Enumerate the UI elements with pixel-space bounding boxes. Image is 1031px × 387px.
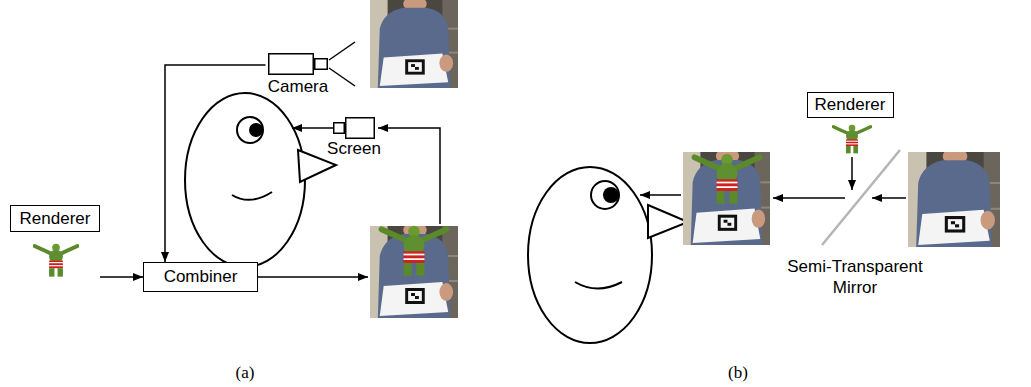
node-label: Renderer [815, 95, 886, 115]
panel-label: (b) [708, 362, 768, 383]
combined-photo [370, 222, 458, 318]
head [528, 167, 688, 343]
box-outline: Renderer [10, 205, 100, 232]
renderer-box: Renderer [10, 205, 100, 290]
head-outline [528, 167, 652, 343]
arrow [378, 128, 440, 224]
scene-photo [908, 148, 1000, 247]
node-label: Combiner [164, 267, 238, 287]
arrow [292, 127, 333, 129]
connector-arrow [165, 65, 266, 262]
icon-part [346, 118, 375, 139]
renderer-box: Renderer [807, 92, 894, 154]
overlay-figure [695, 154, 760, 204]
screen-node: Screen [325, 117, 383, 159]
combiner-box: Combiner [143, 262, 258, 292]
node-caption: Camera [266, 77, 331, 97]
overlay-figure [382, 226, 447, 276]
head-eye [237, 117, 263, 143]
combined-photo [683, 148, 770, 245]
arrow [872, 197, 906, 199]
node-caption: Screen [325, 139, 383, 159]
head-pupil [249, 123, 263, 137]
arrow [640, 194, 681, 196]
view-cone [329, 42, 355, 60]
head-mouth [575, 282, 622, 289]
view-cone [329, 68, 355, 86]
icon-part [269, 54, 314, 75]
device-icon [268, 51, 328, 77]
camera-node: Camera [266, 51, 331, 97]
node-label: Camera [268, 77, 328, 97]
head-pupil [603, 187, 619, 203]
head-outline [185, 93, 305, 267]
arrow [258, 276, 368, 278]
rendered-figure [35, 244, 78, 277]
connector-arrow [100, 276, 143, 278]
node-label: Renderer [20, 209, 91, 229]
camera-photo [370, 0, 458, 88]
icon-part [315, 59, 328, 70]
panel-label: (a) [215, 362, 275, 383]
rendered-figure [833, 125, 870, 154]
semi-transparent-mirror [822, 150, 900, 245]
box-outline: Combiner [143, 262, 258, 292]
head [185, 93, 336, 267]
head-eye [591, 181, 619, 209]
device-icon [333, 117, 375, 139]
head-mouth [232, 192, 272, 200]
mirror-label: Semi-Transparent Mirror [780, 256, 930, 298]
node-label: Screen [327, 139, 381, 159]
head-nose [648, 205, 688, 238]
arrow [851, 157, 853, 190]
icon-part [334, 123, 345, 134]
arrow [773, 197, 845, 199]
box-outline: Renderer [807, 92, 894, 118]
